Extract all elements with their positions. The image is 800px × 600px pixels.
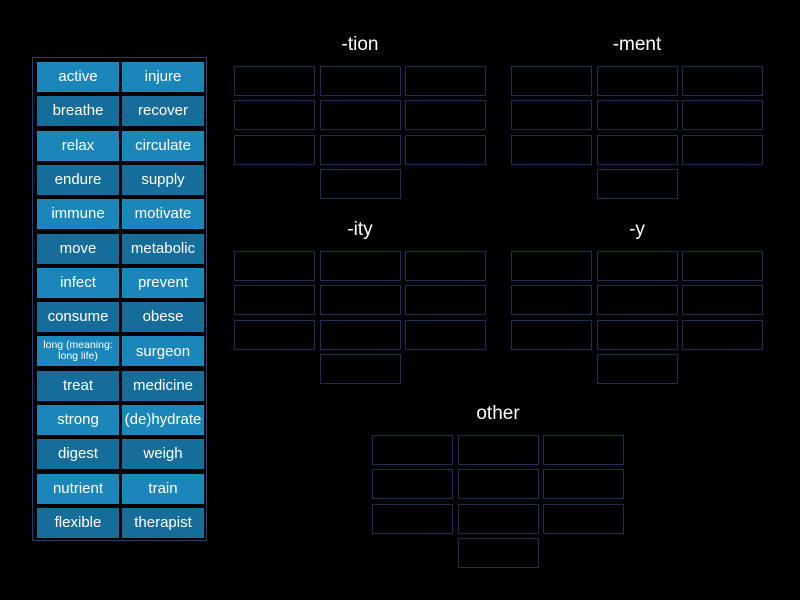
drop-slot[interactable] — [596, 100, 678, 131]
drop-slot[interactable] — [543, 435, 624, 465]
drop-slot[interactable] — [596, 168, 678, 199]
drop-slot[interactable] — [405, 134, 486, 165]
drop-slot[interactable] — [372, 469, 453, 500]
drop-slot[interactable] — [682, 134, 763, 165]
drop-slot[interactable] — [511, 285, 592, 316]
drop-slot[interactable] — [596, 353, 678, 384]
word-tile[interactable]: motivate — [122, 199, 204, 230]
word-tile[interactable]: surgeon — [122, 336, 204, 367]
word-tile[interactable]: circulate — [122, 130, 204, 161]
word-tile[interactable]: active — [37, 62, 119, 92]
drop-slot[interactable] — [457, 469, 539, 500]
word-tile[interactable]: infect — [37, 267, 119, 298]
word-tile[interactable]: consume — [37, 302, 119, 333]
word-tile[interactable]: weigh — [122, 439, 204, 470]
drop-slot[interactable] — [405, 285, 486, 316]
group-title: -tion — [341, 34, 379, 55]
drop-slot[interactable] — [511, 319, 592, 350]
drop-slot[interactable] — [457, 503, 539, 534]
drop-slot[interactable] — [682, 285, 763, 316]
word-tile[interactable]: relax — [37, 130, 119, 161]
word-tile[interactable]: metabolic — [122, 233, 204, 264]
drop-slot[interactable] — [596, 134, 678, 165]
drop-slot[interactable] — [511, 251, 592, 281]
drop-slot[interactable] — [405, 100, 486, 131]
group-title: other — [476, 403, 520, 424]
word-tile[interactable]: train — [122, 473, 204, 504]
drop-slot[interactable] — [319, 319, 401, 350]
drop-slot[interactable] — [543, 469, 624, 500]
drop-slot[interactable] — [596, 319, 678, 350]
drop-slot[interactable] — [405, 251, 486, 281]
drop-slot[interactable] — [596, 251, 678, 281]
drop-slot[interactable] — [511, 134, 592, 165]
drop-slot[interactable] — [319, 285, 401, 316]
word-tile[interactable]: treat — [37, 370, 119, 401]
drop-slot[interactable] — [682, 100, 763, 131]
drop-slot[interactable] — [596, 285, 678, 316]
drop-slot[interactable] — [319, 66, 401, 96]
word-tile[interactable]: nutrient — [37, 473, 119, 504]
word-tile[interactable]: flexible — [37, 507, 119, 538]
drop-slot[interactable] — [234, 251, 315, 281]
drop-slot[interactable] — [372, 503, 453, 534]
word-tile[interactable]: therapist — [122, 507, 204, 538]
group-title: -y — [629, 219, 645, 240]
drop-slot[interactable] — [319, 134, 401, 165]
word-tile[interactable]: immune — [37, 199, 119, 230]
word-tile[interactable]: breathe — [37, 96, 119, 127]
drop-slot[interactable] — [372, 435, 453, 465]
drop-slot[interactable] — [543, 503, 624, 534]
drop-slot[interactable] — [457, 435, 539, 465]
word-tile[interactable]: move — [37, 233, 119, 264]
group-title: -ity — [347, 219, 373, 240]
word-tile[interactable]: strong — [37, 405, 119, 435]
drop-slot[interactable] — [457, 537, 539, 568]
drop-slot[interactable] — [511, 66, 592, 96]
drop-slot[interactable] — [234, 285, 315, 316]
drop-slot[interactable] — [596, 66, 678, 96]
drop-slot[interactable] — [405, 66, 486, 96]
drop-slot[interactable] — [319, 168, 401, 199]
drop-slot[interactable] — [234, 66, 315, 96]
drop-slot[interactable] — [319, 251, 401, 281]
drop-slot[interactable] — [511, 100, 592, 131]
drop-slot[interactable] — [682, 66, 763, 96]
word-tile[interactable]: supply — [122, 164, 204, 195]
drop-slot[interactable] — [682, 319, 763, 350]
group-title: -ment — [612, 34, 662, 55]
word-tile[interactable]: long (meaning: long life) — [37, 336, 119, 367]
word-tile[interactable]: injure — [122, 62, 204, 92]
drop-slot[interactable] — [234, 134, 315, 165]
word-tile[interactable]: medicine — [122, 370, 204, 401]
word-tile[interactable]: endure — [37, 164, 119, 195]
word-tile[interactable]: obese — [122, 302, 204, 333]
drop-slot[interactable] — [234, 100, 315, 131]
drop-slot[interactable] — [319, 353, 401, 384]
drop-slot[interactable] — [405, 319, 486, 350]
word-tile[interactable]: recover — [122, 96, 204, 127]
drop-slot[interactable] — [234, 319, 315, 350]
word-tile[interactable]: (de)hydrate — [122, 405, 204, 435]
drop-slot[interactable] — [682, 251, 763, 281]
word-tile[interactable]: digest — [37, 439, 119, 470]
drop-slot[interactable] — [319, 100, 401, 131]
word-tile[interactable]: prevent — [122, 267, 204, 298]
